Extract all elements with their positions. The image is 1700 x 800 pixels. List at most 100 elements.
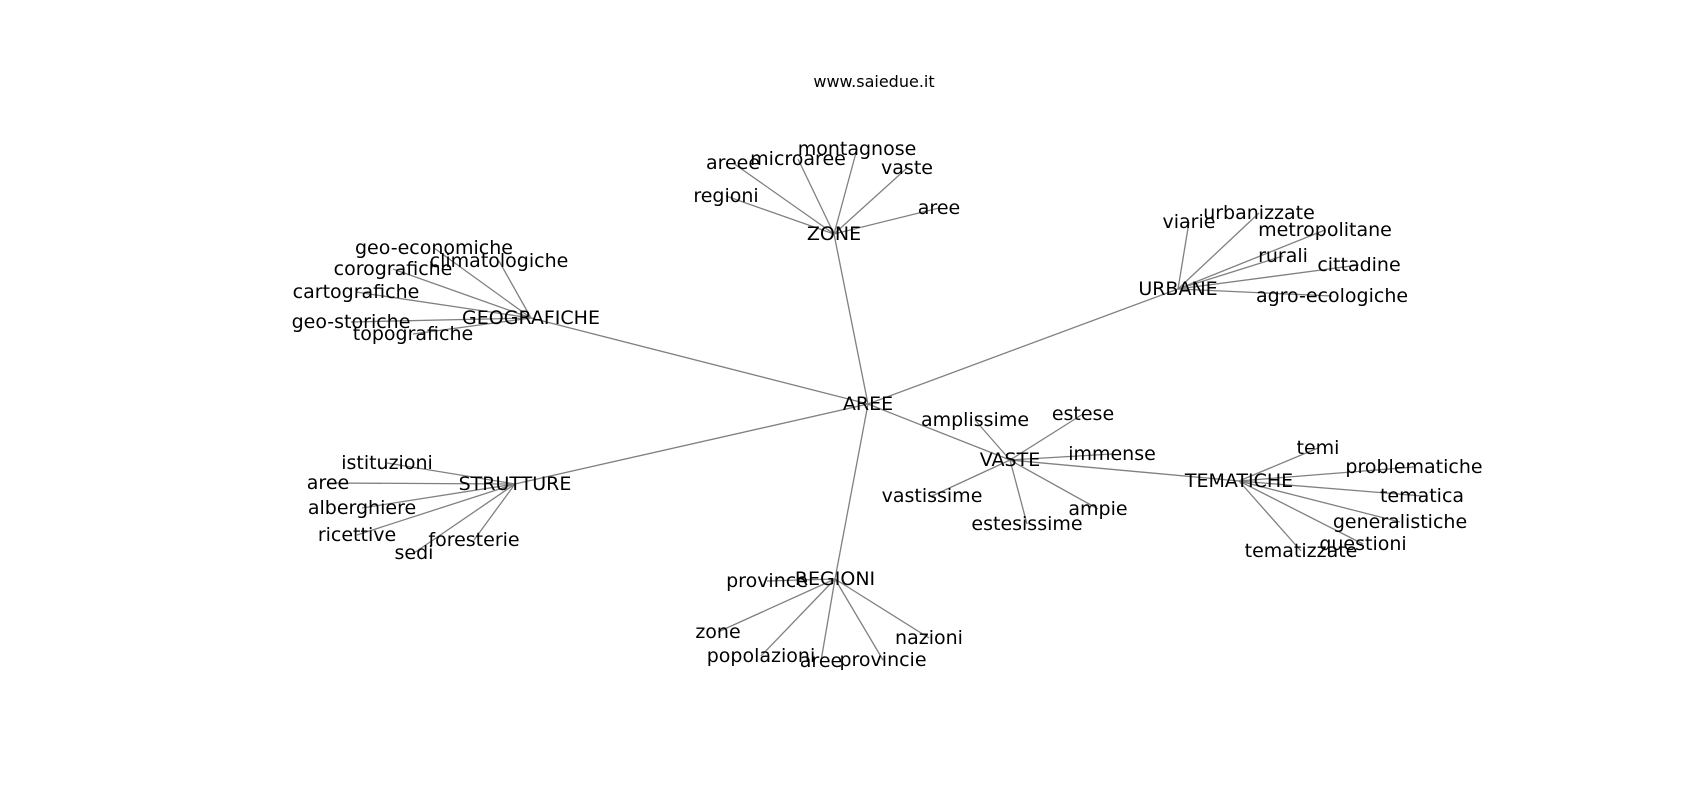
node-label-t-problematiche: problematiche <box>1345 456 1482 478</box>
node-label-u-rurali: rurali <box>1258 245 1308 267</box>
node-label-t-tematizzate: tematizzate <box>1245 540 1358 562</box>
node-label-s-aree: aree <box>307 472 349 494</box>
node-label-urbane: URBANE <box>1138 278 1217 300</box>
node-label-aree: AREE <box>843 393 893 415</box>
node-label-r-nazioni: nazioni <box>895 627 963 649</box>
node-label-t-temi: temi <box>1297 437 1340 459</box>
node-label-t-generalistiche: generalistiche <box>1333 511 1467 533</box>
edge-vaste-v_vastissime <box>931 459 1011 497</box>
edge-tematiche-t_problematiche <box>1238 466 1415 482</box>
edge-aree-urbane <box>867 288 1179 405</box>
edge-zone-z_aree <box>833 207 940 235</box>
edge-layer <box>327 148 1423 662</box>
edge-tematiche-t_tematica <box>1238 480 1423 497</box>
node-label-r-popolazioni: popolazioni <box>707 645 816 667</box>
node-label-s-alberghiere: alberghiere <box>308 497 416 519</box>
node-label-tematiche: TEMATICHE <box>1184 470 1293 492</box>
edge-geografiche-g_geostoriche <box>350 317 532 323</box>
node-label-geografiche: GEOGRAFICHE <box>462 307 600 329</box>
node-label-t-questioni: questioni <box>1319 533 1406 555</box>
edge-vaste-v_estese <box>1009 413 1084 461</box>
edge-aree-regioni <box>834 403 869 580</box>
node-label-zone: ZONE <box>807 223 861 245</box>
node-label-v-vastissime: vastissime <box>882 485 983 507</box>
node-label-u-viarie: viarie <box>1163 211 1216 233</box>
node-label-z-regioni: regioni <box>693 185 758 207</box>
edge-tematiche-t_questioni <box>1238 480 1364 545</box>
edge-strutture-s_aree <box>327 482 516 485</box>
edge-strutture-s_istituzioni <box>386 462 516 485</box>
node-label-v-estese: estese <box>1052 403 1114 425</box>
edge-urbane-u_cittadine <box>1177 264 1360 290</box>
node-label-g-corografiche: corografiche <box>334 258 453 280</box>
edge-regioni-r_aree <box>820 578 836 662</box>
node-label-s-foresterie: foresterie <box>428 529 519 551</box>
edge-zone-z_montagnose <box>833 148 858 235</box>
node-label-strutture: STRUTTURE <box>459 473 572 495</box>
node-label-z-areee: areee <box>706 152 760 174</box>
edge-regioni-r_province <box>766 578 836 582</box>
node-label-z-microaree: microaree <box>750 148 846 170</box>
edge-aree-strutture <box>514 403 869 485</box>
edge-geografiche-g_topografiche <box>412 317 532 335</box>
edge-strutture-s_foresterie <box>473 483 516 541</box>
edge-geografiche-g_geoeconomiche <box>433 247 532 319</box>
node-label-t-tematica: tematica <box>1380 485 1464 507</box>
node-label-g-cartografiche: cartografiche <box>293 281 420 303</box>
node-label-u-metropolitane: metropolitane <box>1258 219 1392 241</box>
edge-regioni-r_nazioni <box>834 578 930 639</box>
edge-aree-zone <box>833 233 869 405</box>
edge-strutture-s_sedi <box>413 483 516 554</box>
edge-tematiche-t_generalistiche <box>1238 480 1401 523</box>
node-label-z-vaste: vaste <box>881 157 933 179</box>
edge-urbane-u_agroecologiche <box>1177 288 1333 297</box>
node-label-s-istituzioni: istituzioni <box>341 452 433 474</box>
edge-zone-z_microaree <box>797 158 835 235</box>
node-label-r-province: province <box>726 570 808 592</box>
edge-vaste-tematiche <box>1009 459 1240 482</box>
node-label-v-ampie: ampie <box>1068 498 1127 520</box>
node-label-regioni: REGIONI <box>795 568 875 590</box>
node-label-u-agroecologiche: agro-ecologiche <box>1256 285 1408 307</box>
edge-regioni-r_provincie <box>834 578 884 661</box>
node-label-g-geostoriche: geo-storiche <box>292 311 411 333</box>
node-label-z-aree: aree <box>918 197 960 219</box>
edge-strutture-s_alberghiere <box>361 483 516 509</box>
source-caption: www.saiedue.it <box>813 72 935 91</box>
edge-regioni-r_zone <box>717 578 836 633</box>
edge-tematiche-t_temi <box>1238 447 1319 482</box>
edge-zone-z_regioni <box>725 195 835 235</box>
node-label-u-cittadine: cittadine <box>1317 254 1400 276</box>
edge-regioni-r_popolazioni <box>760 578 836 657</box>
node-label-v-estesissime: estesissime <box>971 513 1082 535</box>
edge-urbane-u_urbanizzate <box>1177 212 1260 290</box>
edge-aree-geografiche <box>530 317 869 405</box>
edge-strutture-s_ricettive <box>356 483 516 536</box>
edge-zone-z_vaste <box>833 167 908 235</box>
node-label-g-geoeconomiche: geo-economiche <box>355 237 513 259</box>
edge-urbane-u_viarie <box>1177 221 1190 290</box>
node-label-g-topografiche: topografiche <box>353 323 473 345</box>
node-label-u-urbanizzate: urbanizzate <box>1203 202 1315 224</box>
node-label-v-immense: immense <box>1068 443 1156 465</box>
node-label-r-aree: aree <box>800 650 842 672</box>
node-label-g-climatologiche: climatologiche <box>430 250 569 272</box>
node-label-vaste: VASTE <box>980 449 1040 471</box>
edge-geografiche-g_climatologiche <box>498 260 532 319</box>
edge-vaste-v_estesissime <box>1009 459 1028 525</box>
node-layer: AREE ZONE GEOGRAFICHE URBANE STRUTTURE VASTE T… <box>292 138 1483 672</box>
edge-urbane-u_metropolitane <box>1177 229 1326 290</box>
node-label-v-amplissime: amplissime <box>921 409 1029 431</box>
edge-vaste-v_ampie <box>1009 459 1099 510</box>
node-label-s-ricettive: ricettive <box>318 524 396 546</box>
edge-vaste-v_amplissime <box>974 419 1011 461</box>
node-label-r-provincie: provincie <box>839 649 926 671</box>
edge-tematiche-t_tematizzate <box>1238 480 1302 552</box>
node-label-r-zone: zone <box>695 621 740 643</box>
edge-zone-z_areee <box>732 162 835 235</box>
node-label-s-sedi: sedi <box>395 542 434 564</box>
edge-aree-vaste <box>867 403 1011 461</box>
edge-vaste-v_immense <box>1009 453 1113 461</box>
edge-urbane-u_rurali <box>1177 255 1284 290</box>
